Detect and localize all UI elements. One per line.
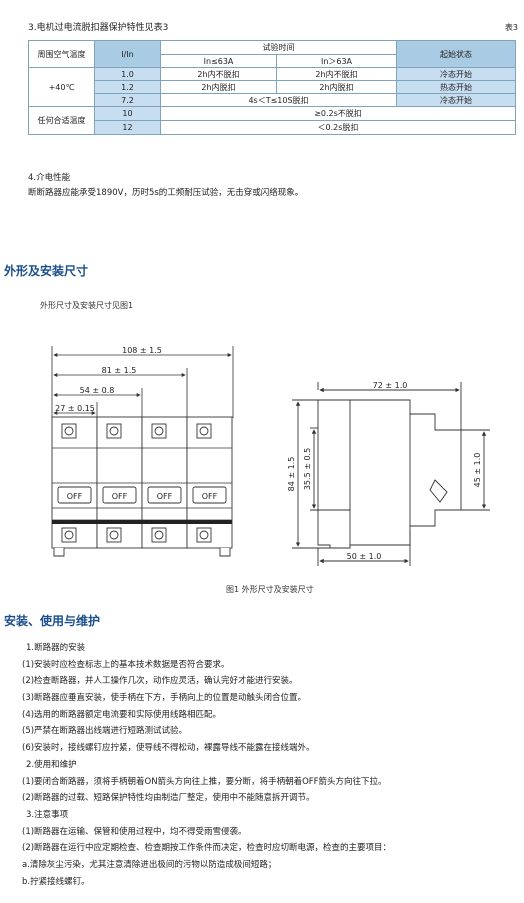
dimensions-intro: 外形尺寸及安装尺寸见图1 — [40, 301, 134, 310]
off-label: OFF — [112, 492, 128, 501]
figure-caption: 图1 外形尺寸及安装尺寸 — [226, 585, 314, 594]
list-item: (4)选用的断路器额定电流要和实际使用线路相匹配。 — [22, 709, 222, 720]
list-item: (1)安装时应检查标志上的基本技术数据是否符合要求。 — [22, 659, 230, 670]
dim-54: 54 ± 0.8 — [80, 386, 115, 395]
cell-ratio: 1.0 — [94, 67, 161, 81]
header-le63: In≤63A — [160, 54, 277, 68]
list-item: b.拧紧接线螺钉。 — [22, 876, 90, 887]
cell-temp-40: +40℃ — [28, 67, 95, 107]
header-gt63: In＞63A — [276, 54, 397, 68]
list-item: a.清除灰尘污染，尤其注意清除进出极间的污物以防造成极间短路； — [22, 859, 277, 870]
list-item: (2)检查断路器，并人工操作几次，动作应灵活，确认完好才能进行安装。 — [22, 676, 298, 687]
cell-le63: 2h内不脱扣 — [160, 67, 277, 81]
list-item: (2)断路器在运行中应定期检查、检查期按工作条件而决定，检查时应切断电源，检查的… — [22, 843, 392, 854]
cell-start: 冷态开始 — [396, 67, 516, 81]
list-item: (1)要闭合断路器，须将手柄朝着ON箭头方向往上推，要分断，将手柄朝着OFF箭头… — [22, 776, 387, 787]
header-test-time: 试验时间 — [160, 40, 397, 55]
header-ratio: I/In — [94, 40, 161, 68]
cell-temp-any: 任何合适温度 — [28, 106, 95, 135]
cell-ratio: 1.2 — [94, 80, 161, 94]
dielectric-title: 4.介电性能 — [28, 173, 71, 183]
cell-ratio: 12 — [94, 120, 161, 135]
dim-108: 108 ± 1.5 — [122, 346, 162, 355]
header-ambient: 周围空气温度 — [28, 40, 95, 68]
dim-27: 27 ± 0.15 — [55, 404, 95, 413]
list-item: (2)断路器的过载、短路保护特性均由制造厂整定，使用中不能随意拆开调节。 — [22, 793, 315, 804]
dimensions-heading: 外形及安装尺寸 — [4, 264, 89, 278]
dim-50: 50 ± 1.0 — [347, 552, 382, 561]
list-item: 2.使用和维护 — [26, 759, 77, 770]
off-label: OFF — [67, 492, 83, 501]
protection-table: 周围空气温度 I/In 试验时间 起始状态 In≤63A In＞63A +40℃… — [28, 40, 516, 135]
dimension-drawing: OFF OFF OFF OFF 108 ± 1.5 81 ± 1.5 54 ± … — [51, 346, 490, 566]
cell-merged-all: ＜0.2s脱扣 — [160, 120, 516, 135]
dim-35: 35.5 ± 0.5 — [303, 448, 312, 490]
dielectric-text: 断断路器应能承受1890V，历时5s的工频耐压试验，无击穿或闪络现象。 — [28, 188, 304, 198]
off-label: OFF — [157, 492, 173, 501]
list-item: (3)断路器应垂直安装，使手柄在下方，手柄向上的位置是动触头闭合位置。 — [22, 693, 307, 704]
list-item: 1.断路器的安装 — [26, 643, 86, 653]
cell-start: 冷态开始 — [396, 93, 516, 107]
dim-72: 72 ± 1.0 — [373, 381, 408, 390]
cell-ratio: 7.2 — [94, 93, 161, 107]
cell-le63: 2h内脱扣 — [160, 80, 277, 94]
breaker-side-view — [292, 382, 490, 566]
install-heading: 安装、使用与维护 — [4, 614, 101, 628]
cell-merged-all: ≥0.2s不脱扣 — [160, 106, 516, 121]
list-item: (1)断路器在运输、保管和使用过程中，均不得受雨雪侵袭。 — [22, 826, 247, 837]
cell-gt63: 2h内不脱扣 — [276, 67, 397, 81]
dim-84: 84 ± 1.5 — [287, 457, 296, 492]
table-label: 表3 — [504, 23, 518, 32]
cell-start: 热态开始 — [396, 80, 516, 94]
list-item: (5)严禁在断路器出线端进行短路测试试验。 — [22, 726, 188, 737]
dim-81: 81 ± 1.5 — [102, 366, 137, 375]
section-3-title: 3.电机过电流脱扣器保护特性见表3 — [28, 23, 169, 33]
header-start: 起始状态 — [396, 40, 516, 68]
off-label: OFF — [202, 492, 218, 501]
cell-gt63: 2h内脱扣 — [276, 80, 397, 94]
list-item: 3.注意事项 — [26, 809, 69, 820]
dim-45: 45 ± 1.0 — [473, 453, 482, 488]
install-instructions: 1.断路器的安装 (1)安装时应检查标志上的基本技术数据是否符合要求。 (2)检… — [22, 640, 517, 890]
cell-merged: 4s＜T≤10S脱扣 — [160, 93, 397, 107]
list-item: (6)安装时，接线螺钉应拧紧，使导线不得松动，裸露导线不能露在接线端外。 — [22, 743, 315, 754]
cell-ratio: 10 — [94, 106, 161, 121]
breaker-front-view: OFF OFF OFF OFF — [51, 416, 233, 557]
